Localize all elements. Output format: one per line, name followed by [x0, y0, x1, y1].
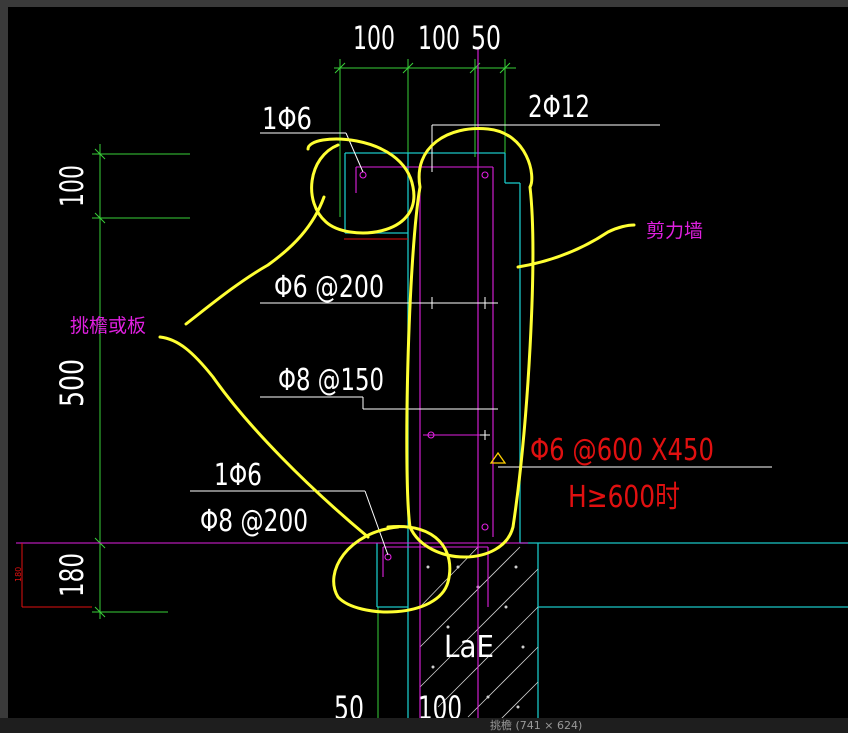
label-h600: H≥600时: [568, 480, 680, 515]
dim-top-2: 100: [418, 19, 460, 57]
foundation-hatch: [419, 546, 539, 722]
red-dimension: [21, 238, 408, 608]
label-1phi6-top: 1Φ6: [262, 102, 312, 137]
leader-lines: [190, 124, 772, 556]
annotation-wall: 剪力墙: [646, 220, 703, 242]
label-phi6-200: Φ6 @200: [274, 270, 384, 305]
label-2phi12: 2Φ12: [528, 90, 590, 125]
concrete-outline: [344, 152, 848, 722]
rebar-dots: [359, 171, 489, 561]
dim-bottom-1: 50: [334, 689, 364, 722]
label-phi8-200: Φ8 @200: [200, 504, 308, 539]
label-1phi6-bottom: 1Φ6: [214, 458, 262, 493]
label-phi6-600x450: Φ6 @600 X450: [530, 433, 714, 468]
dim-left-bottom: 180: [53, 553, 91, 597]
dim-top-3: 50: [471, 19, 501, 57]
image-caption: 挑檐 (741 × 624): [490, 719, 583, 732]
dim-left-top: 100: [53, 165, 91, 207]
label-lae: LaE: [444, 630, 494, 665]
status-bar: [0, 718, 848, 733]
label-phi8-150: Φ8 @150: [278, 363, 384, 398]
tiny-dim: 180: [14, 567, 23, 582]
dim-top-1: 100: [353, 19, 395, 57]
cad-drawing: 100 100 50 100 500 180 180 50 100 1Φ6 2Φ…: [14, 19, 848, 722]
yellow-markup: [158, 127, 636, 614]
rebar-lines: [16, 47, 528, 722]
dim-bottom-2: 100: [418, 689, 462, 722]
dim-left-mid: 500: [53, 359, 91, 407]
annotation-eave: 挑檐或板: [70, 315, 146, 337]
warning-triangle-icon: [489, 451, 507, 464]
cad-drawing-canvas: 100 100 50 100 500 180 180 50 100 1Φ6 2Φ…: [8, 7, 848, 722]
